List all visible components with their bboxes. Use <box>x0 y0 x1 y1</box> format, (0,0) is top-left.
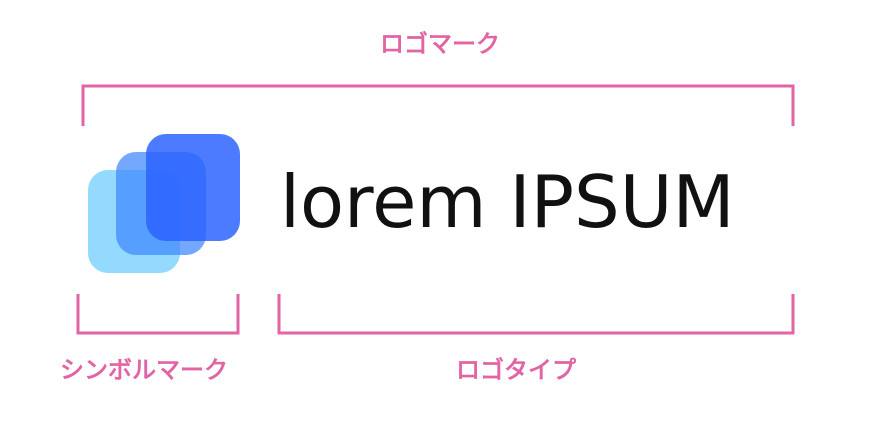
logotype-bracket <box>277 294 795 335</box>
symbol-square-front <box>146 134 240 241</box>
logotype-wordmark: lorem IPSUM <box>280 160 735 244</box>
logomark-label: ロゴマーク <box>380 30 500 58</box>
symbolmark-label: シンボルマーク <box>60 356 228 384</box>
symbol-mark <box>88 134 240 273</box>
symbolmark-bracket <box>76 294 240 335</box>
logotype-label: ロゴタイプ <box>456 356 576 384</box>
logomark-bracket <box>81 84 795 126</box>
